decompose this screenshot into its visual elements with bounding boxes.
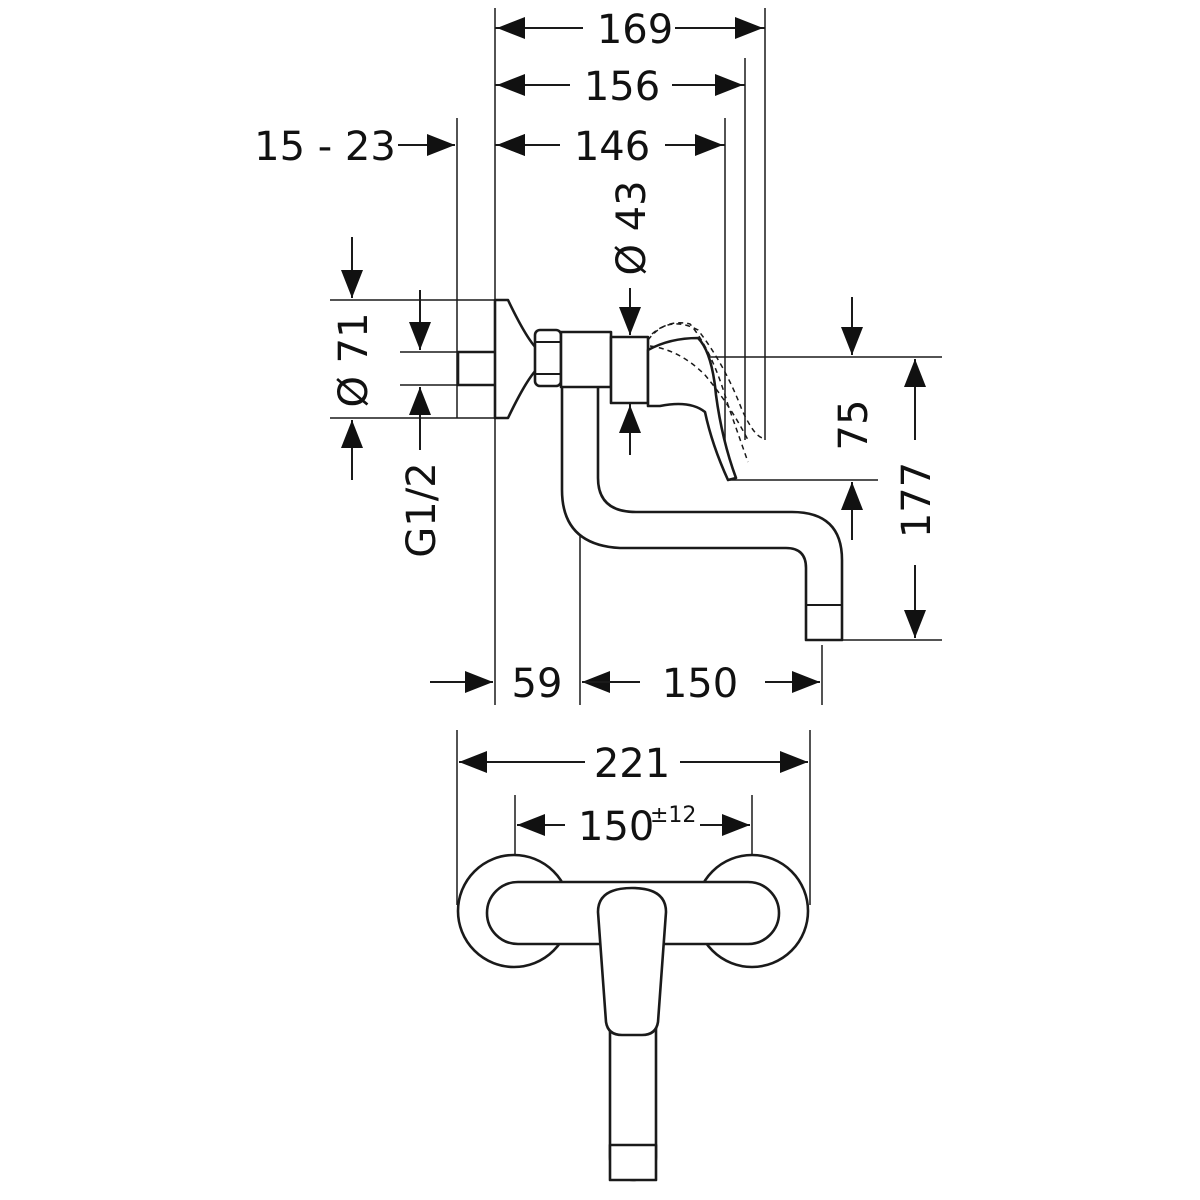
arrow-169-left [497,17,525,39]
arrow-43-bottom [619,405,641,433]
arrow-156-right [715,74,743,96]
arrow-15-23-right [497,134,525,156]
spout [560,384,844,642]
dim-156-label: 156 [584,64,660,110]
arrow-75-top [841,327,863,355]
arrow-156-left [497,74,525,96]
arrow-71-bottom [341,420,363,448]
arrow-59-left [465,671,493,693]
lever-alt-position-1 [647,322,749,463]
arrow-169-right [735,17,763,39]
arrow-15-23-left [427,134,455,156]
arrow-221-right [780,751,808,773]
spout-front-tip [608,1143,658,1182]
lever [646,336,738,482]
dim-146-label: 146 [574,124,650,170]
dim-59-label: 59 [512,661,563,707]
dim-15-23-label: 15 - 23 [254,124,396,170]
arrow-150-right [792,671,820,693]
arrow-75-bottom [841,482,863,510]
dim-150-label: 150 [662,661,738,707]
dim-71-label: Ø 71 [331,312,377,407]
thread-connector [456,350,498,387]
arrow-71-top [341,270,363,298]
arrow-146-right [695,134,723,156]
arrow-g12-top [409,322,431,350]
nut [533,328,563,388]
dim-221-label: 221 [594,741,670,787]
lever-alt-position-3 [649,345,749,441]
arrow-177-bottom [904,610,926,638]
connector-block [559,330,613,389]
dim-169-label: 169 [597,7,673,53]
lever-alt-position-2 [651,323,766,439]
side-view: 169 156 146 15 - 23 Ø 43 Ø 71 [254,7,942,707]
dim-g12-label: G1/2 [399,462,445,557]
front-view: 221 150 ±12 [456,730,811,1182]
dim-43-label: Ø 43 [609,180,655,275]
dim-150b-tolerance: ±12 [650,803,696,828]
dim-150b-label: 150 [578,804,654,850]
dim-177-label: 177 [894,462,940,538]
lever-front [596,886,668,1037]
dim-75-label: 75 [831,400,877,451]
arrow-150b-left [517,814,545,836]
arrow-g12-bottom [409,387,431,415]
arrow-150b-right [722,814,750,836]
mixer-body [609,335,650,405]
arrow-43-top [619,307,641,335]
arrow-177-top [904,359,926,387]
arrow-221-left [459,751,487,773]
